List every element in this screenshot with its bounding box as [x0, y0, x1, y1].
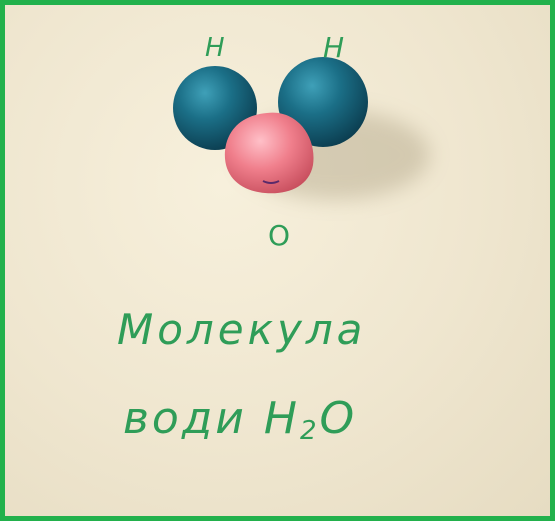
- oxygen-label: O: [268, 219, 293, 252]
- oxygen-ball: [224, 112, 314, 194]
- caption-line-1: Молекула: [117, 305, 367, 354]
- caption-line-2: води H2O: [123, 393, 357, 446]
- caption-word: води: [123, 393, 247, 444]
- formula-h: H: [263, 393, 300, 444]
- formula-o: O: [319, 393, 358, 444]
- molecule-scene: [173, 57, 430, 200]
- oxygen-mark: [262, 180, 280, 184]
- hydrogen-label-right: H: [323, 31, 347, 64]
- formula-subscript: 2: [299, 416, 320, 446]
- hydrogen-label-left: H: [205, 33, 227, 63]
